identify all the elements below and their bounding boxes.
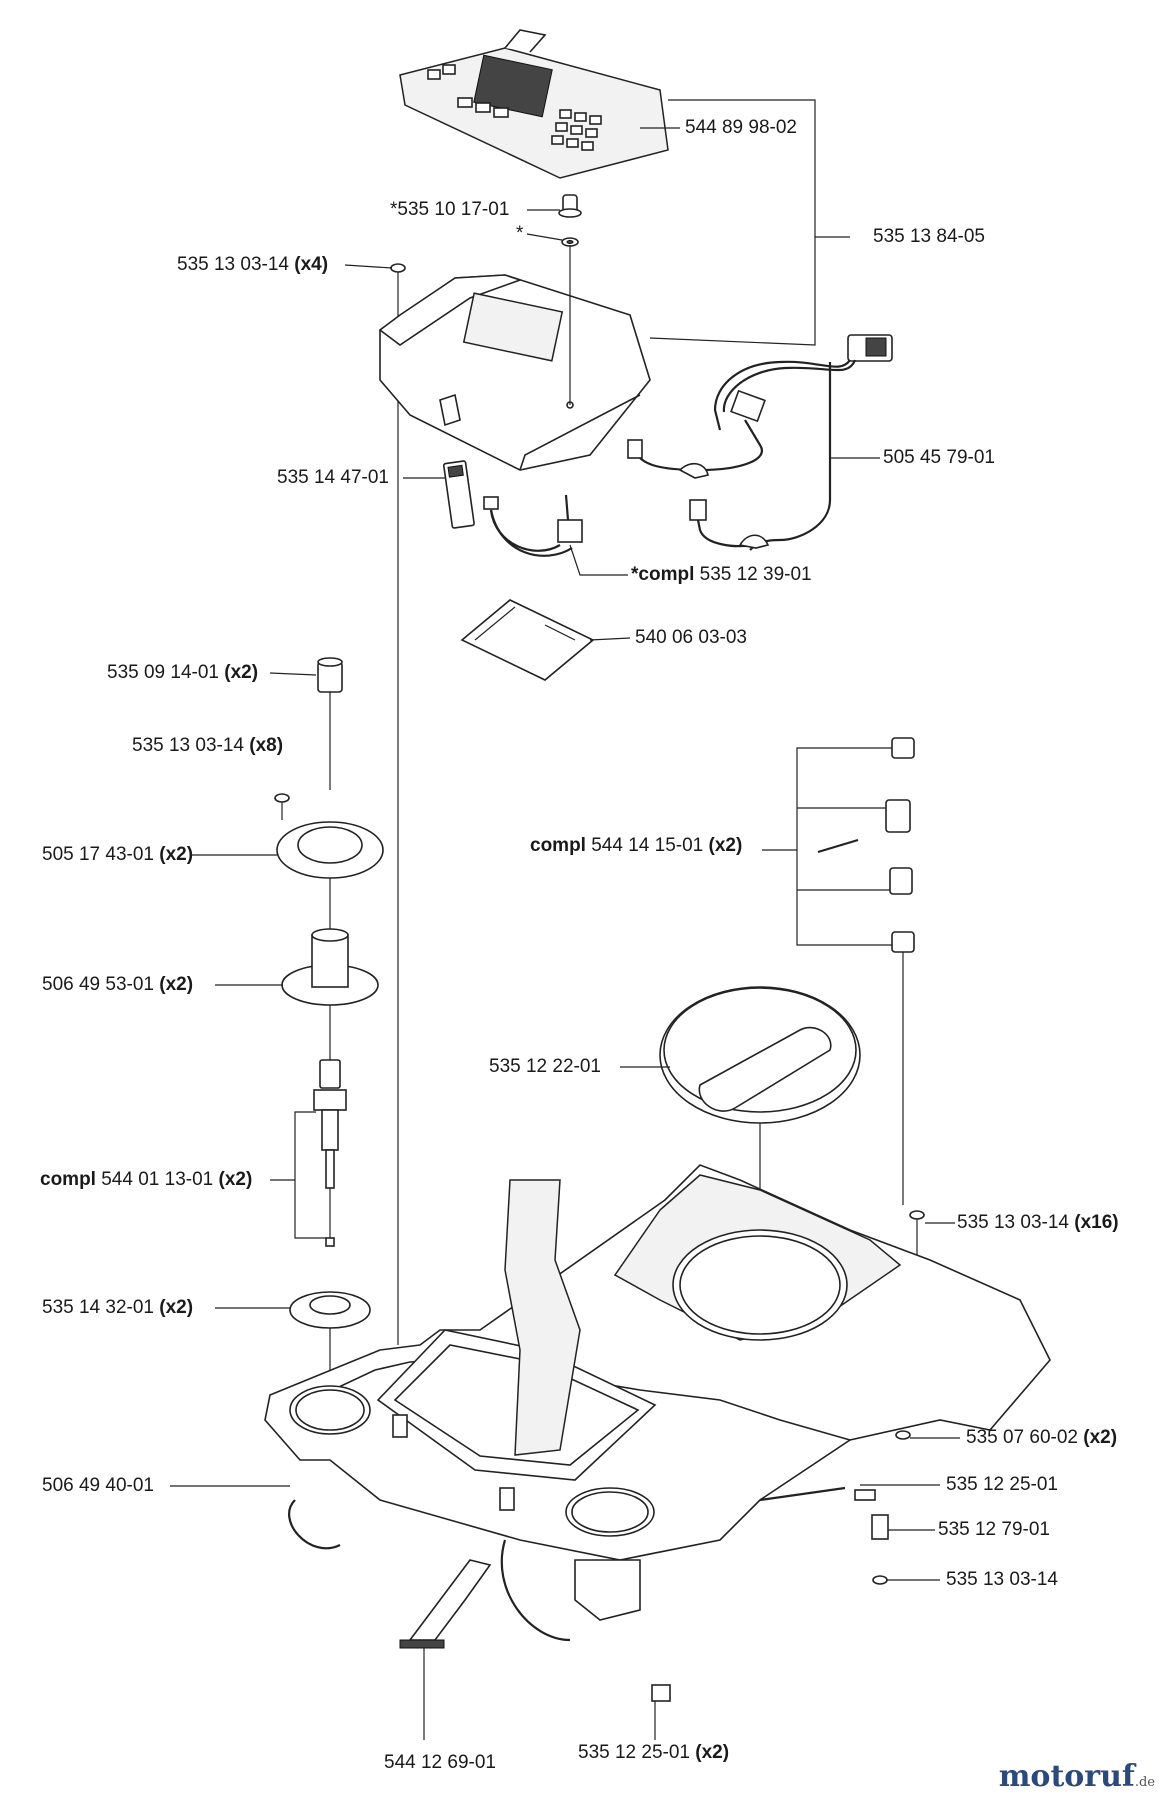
part-label-p4: 535 13 84-05 <box>873 226 985 247</box>
watermark-logo: motoruf.de <box>999 1759 1155 1794</box>
part-label-p17: 535 13 03-14 (x16) <box>957 1212 1119 1233</box>
keypad-buttons <box>427 64 602 151</box>
part-label-p6: 505 45 79-01 <box>883 447 995 468</box>
cable-connector-part <box>483 494 583 557</box>
assembly-bracket <box>649 99 850 346</box>
part-label-p7: 535 14 47-01 <box>277 467 389 488</box>
part-label-p25: 535 12 25-01 (x2) <box>578 1742 730 1763</box>
part-label-p1: 544 89 98-02 <box>685 117 797 138</box>
wire-harness <box>627 334 893 551</box>
part-label-p22: 535 12 79-01 <box>938 1519 1050 1540</box>
part-label-p9: 540 06 03-03 <box>635 627 747 648</box>
part-label-p24: 544 12 69-01 <box>384 1752 496 1773</box>
part-label-p20: 506 49 40-01 <box>42 1475 154 1496</box>
part-label-p3: * <box>516 223 524 244</box>
part-label-p16: compl 544 01 13-01 (x2) <box>40 1169 253 1190</box>
part-label-p18: 535 14 32-01 (x2) <box>42 1297 194 1318</box>
watermark-brand: motoruf <box>998 1759 1135 1794</box>
part-label-p21: 535 12 25-01 <box>946 1474 1058 1495</box>
keypad-membrane <box>399 29 669 179</box>
part-label-p14: 506 49 53-01 (x2) <box>42 974 194 995</box>
part-label-p8: *compl 535 12 39-01 <box>631 564 812 585</box>
part-label-p10: 535 09 14-01 (x2) <box>107 662 259 683</box>
control-cover-housing <box>378 274 651 471</box>
screw-part <box>390 263 406 1345</box>
leader-lines <box>170 127 960 1581</box>
main-chassis-body <box>264 1164 1051 1740</box>
part-label-p12: compl 544 14 15-01 (x2) <box>530 835 743 856</box>
part-label-p2: *535 10 17-01 <box>390 199 510 220</box>
hinge-part <box>442 460 475 529</box>
part-label-p15: 535 12 22-01 <box>489 1056 601 1077</box>
part-label-p23: 535 13 03-14 <box>946 1569 1058 1590</box>
part-label-p5: 535 13 03-14 (x4) <box>177 254 329 275</box>
watermark-tld: .de <box>1134 1775 1155 1790</box>
right-stack-parts <box>762 737 925 1585</box>
lid-part <box>659 986 861 1290</box>
part-label-p19: 535 07 60-02 (x2) <box>966 1427 1118 1448</box>
left-stack-parts <box>274 657 384 1420</box>
plunger-part <box>558 194 582 247</box>
part-label-p11: 535 13 03-14 (x8) <box>132 735 284 756</box>
circuit-board-part <box>460 599 595 681</box>
part-label-p13: 505 17 43-01 (x2) <box>42 844 194 865</box>
